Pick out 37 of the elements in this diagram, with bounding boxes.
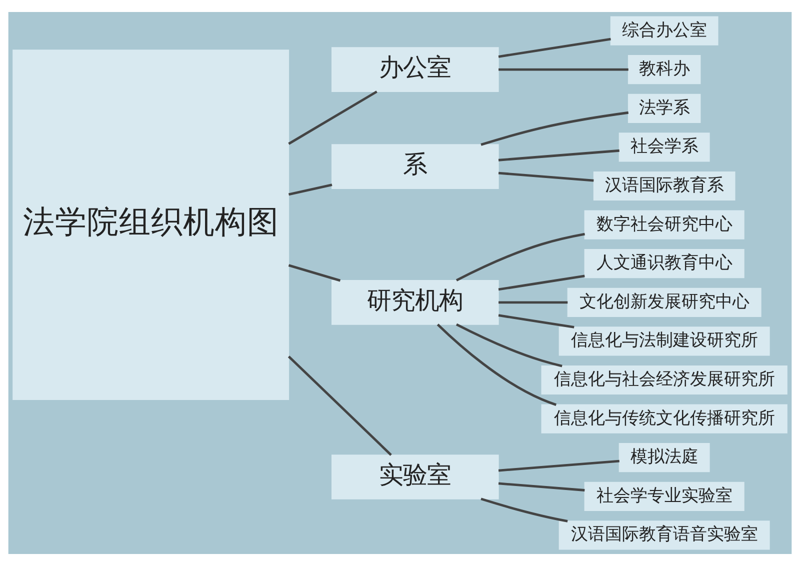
- node-box: 信息化与传统文化传播研究所: [541, 404, 788, 433]
- connector: [498, 482, 585, 491]
- node-box: 实验室: [332, 454, 499, 499]
- connector: [288, 355, 392, 456]
- connector: [498, 148, 620, 161]
- node-box: 数字社会研究中心: [584, 210, 744, 239]
- node-box: 系: [332, 144, 499, 189]
- node-box: 模拟法庭: [618, 442, 710, 472]
- node-box: 社会学系: [618, 132, 710, 162]
- connector: [498, 68, 628, 70]
- connector: [498, 274, 585, 290]
- connector: [288, 264, 341, 282]
- connector: [498, 171, 594, 182]
- connector: [456, 232, 585, 281]
- node-box: 信息化与社会经济发展研究所: [541, 364, 788, 394]
- connector: [498, 314, 574, 328]
- node-box: 研究机构: [332, 279, 499, 324]
- node-box: 汉语国际教育语音实验室: [558, 520, 770, 550]
- connector: [288, 90, 378, 144]
- node-box: 社会学专业实验室: [584, 481, 744, 510]
- connector: [456, 322, 562, 367]
- node-box: 办公室: [332, 46, 499, 92]
- connector: [498, 37, 611, 58]
- connector: [436, 323, 556, 406]
- node-box: 教科办: [628, 54, 701, 84]
- connector: [480, 497, 568, 522]
- node-box: 法学院组织机构图: [12, 49, 290, 400]
- node-box: 汉语国际教育系: [593, 170, 736, 200]
- connector: [498, 300, 568, 304]
- connector: [498, 459, 620, 472]
- node-box: 人文通识教育中心: [584, 248, 744, 278]
- node-box: 法学系: [628, 93, 701, 122]
- node-box: 综合办公室: [610, 16, 718, 45]
- connector: [480, 110, 629, 146]
- node-box: 信息化与法制建设研究所: [558, 326, 770, 356]
- connector: [288, 183, 332, 196]
- node-box: 文化创新发展研究中心: [567, 287, 762, 316]
